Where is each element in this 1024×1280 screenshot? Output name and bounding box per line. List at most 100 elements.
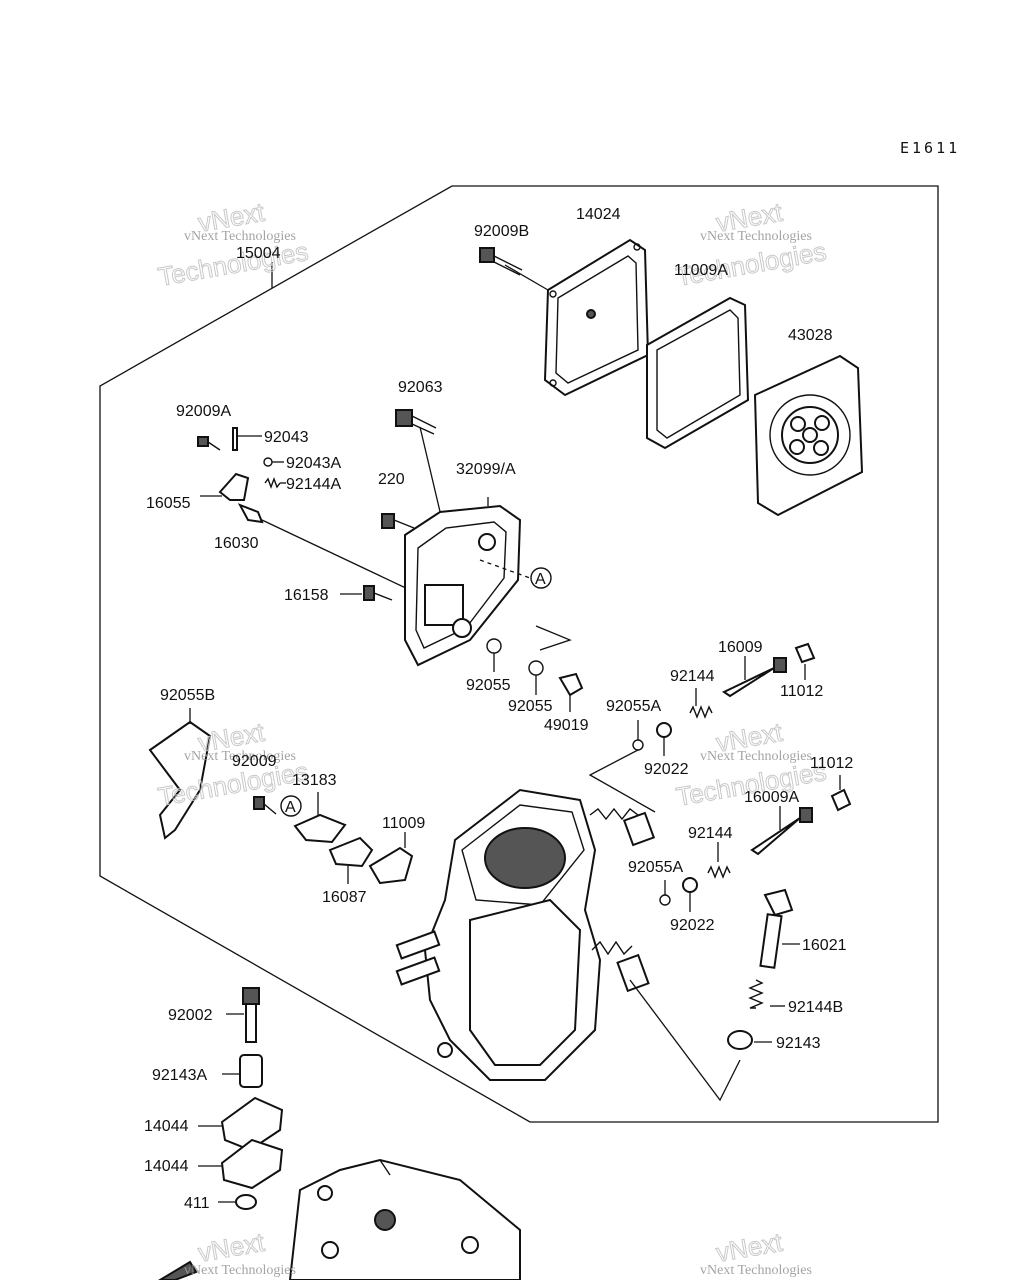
label-11009A: 11009A — [674, 262, 728, 279]
spacer-92143A — [239, 1054, 263, 1088]
watermark-bottom-left: vNext vNext Technologies — [184, 1226, 296, 1278]
label-14044-2: 14044 — [144, 1158, 189, 1175]
label-14044-1: 14044 — [144, 1118, 189, 1135]
cap-11012-2 — [830, 788, 852, 812]
ring-92043A — [263, 457, 273, 467]
collar-92022-2 — [682, 877, 698, 893]
label-13183: 13183 — [292, 772, 337, 789]
label-43028: 43028 — [788, 327, 833, 344]
label-92055A-2: 92055A — [628, 859, 683, 876]
needle-16030 — [237, 503, 264, 524]
bolt-92002 — [242, 987, 260, 1043]
label-92144A: 92144A — [286, 476, 341, 493]
spring-92144A — [264, 477, 281, 489]
oring-92055-1 — [486, 638, 502, 654]
label-92009: 92009 — [232, 753, 277, 770]
diagram-code: E1611 — [900, 139, 960, 157]
oring-92143 — [727, 1030, 753, 1050]
gasket-92055B — [148, 720, 212, 840]
screw-16021 — [759, 888, 794, 969]
screw-92009B — [479, 247, 523, 276]
bracket-14044-1 — [220, 1096, 284, 1152]
label-92055-1: 92055 — [466, 677, 511, 694]
label-16009: 16009 — [718, 639, 763, 656]
svg-text:vNext: vNext — [196, 1227, 267, 1268]
spring-92144-2 — [707, 865, 731, 879]
svg-text:vNext Technologies: vNext Technologies — [184, 229, 296, 244]
oring-92055-2 — [528, 660, 544, 676]
direction-chevron — [535, 625, 572, 651]
svg-text:vNext Technologies: vNext Technologies — [700, 749, 812, 764]
svg-text:Technologies: Technologies — [156, 236, 311, 292]
cap-49019 — [558, 672, 584, 697]
label-16055: 16055 — [146, 495, 191, 512]
gasket-11009A — [646, 296, 750, 450]
engine-head-partial — [288, 1158, 521, 1280]
label-92022-1: 92022 — [644, 761, 689, 778]
bracket-14044-2 — [220, 1138, 284, 1190]
label-92055-2: 92055 — [508, 698, 553, 715]
svg-text:vNext: vNext — [714, 1227, 785, 1268]
label-15004: 15004 — [236, 245, 281, 262]
label-16030: 16030 — [214, 535, 259, 552]
fragment-bottom-left — [158, 1260, 198, 1280]
label-92143A: 92143A — [152, 1067, 207, 1084]
label-92043: 92043 — [264, 429, 309, 446]
gasket-16087 — [328, 836, 374, 868]
label-16021: 16021 — [802, 937, 847, 954]
label-92043A: 92043A — [286, 455, 341, 472]
diaphragm-43028 — [753, 354, 864, 517]
marker-a-1: A — [535, 571, 546, 588]
svg-text:vNext Technologies: vNext Technologies — [184, 749, 296, 764]
spring-92144-1 — [689, 705, 713, 719]
spring-92144B — [748, 979, 764, 1009]
label-92002: 92002 — [168, 1007, 213, 1024]
label-92009A: 92009A — [176, 403, 231, 420]
linkage-line-2 — [629, 979, 741, 1102]
needle-16009 — [721, 657, 787, 698]
needle-16009A — [750, 807, 813, 856]
svg-text:vNext Technologies: vNext Technologies — [184, 1263, 296, 1278]
label-16087: 16087 — [322, 889, 367, 906]
dashed-leader-A1 — [479, 559, 531, 579]
washer-411 — [235, 1194, 257, 1210]
screw-92063 — [395, 409, 437, 435]
leader-92063 — [419, 426, 443, 521]
label-92055A-1: 92055A — [606, 698, 661, 715]
label-92144B: 92144B — [788, 999, 843, 1016]
part-labels: 15004 92009B 14024 11009A 43028 92063 92… — [144, 206, 853, 1212]
label-92144-1: 92144 — [670, 668, 715, 685]
marker-a-circle-2 — [280, 795, 302, 817]
carburetor-body — [395, 788, 656, 1081]
watermark-bottom-right: vNext vNext Technologies — [700, 1226, 812, 1278]
label-49019: 49019 — [544, 717, 589, 734]
svg-text:vNext Technologies: vNext Technologies — [700, 229, 812, 244]
screw-92009A — [197, 436, 221, 451]
svg-text:vNext Technologies: vNext Technologies — [700, 1263, 812, 1278]
label-11012-2: 11012 — [810, 755, 853, 772]
assembly-outline — [99, 185, 939, 1123]
screw-92009 — [253, 796, 277, 815]
label-92143: 92143 — [776, 1035, 821, 1052]
label-11012-1: 11012 — [780, 683, 823, 700]
label-92063: 92063 — [398, 379, 443, 396]
marker-a-circle-1 — [530, 567, 552, 589]
label-92009B: 92009B — [474, 223, 529, 240]
leader-92009B — [504, 264, 549, 291]
screw-220 — [381, 513, 415, 529]
label-92055B: 92055B — [160, 687, 215, 704]
label-92144-2: 92144 — [688, 825, 733, 842]
collar-92022-1 — [656, 722, 672, 738]
washer-92055A-2 — [659, 894, 671, 906]
cover-32099A — [404, 504, 522, 667]
label-16158: 16158 — [284, 587, 329, 604]
leader-16030 — [261, 519, 411, 591]
plate-13183 — [293, 813, 347, 844]
label-92022-2: 92022 — [670, 917, 715, 934]
lever-16055 — [218, 472, 250, 501]
gasket-11009 — [368, 846, 414, 885]
label-11009: 11009 — [382, 815, 425, 832]
diaphragm-cover-14024 — [543, 238, 650, 397]
pin-92043 — [232, 427, 238, 451]
